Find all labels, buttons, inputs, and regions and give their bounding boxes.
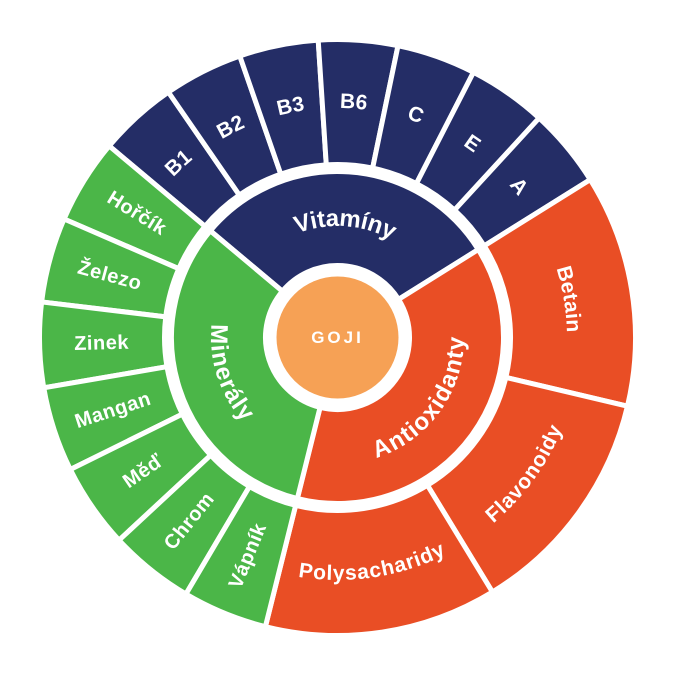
center-label: GOJI [311,328,364,347]
segment-vapnik [183,483,299,630]
segment-mineraly [169,228,323,502]
segment-vitaminy [207,169,481,302]
label-b3: B3 [275,92,307,120]
segment-antioxidanty [294,247,506,506]
label-c: C [405,101,427,128]
label-zinek: Zinek [74,332,130,355]
label-b6: B6 [340,90,369,115]
center-circle [276,276,399,399]
